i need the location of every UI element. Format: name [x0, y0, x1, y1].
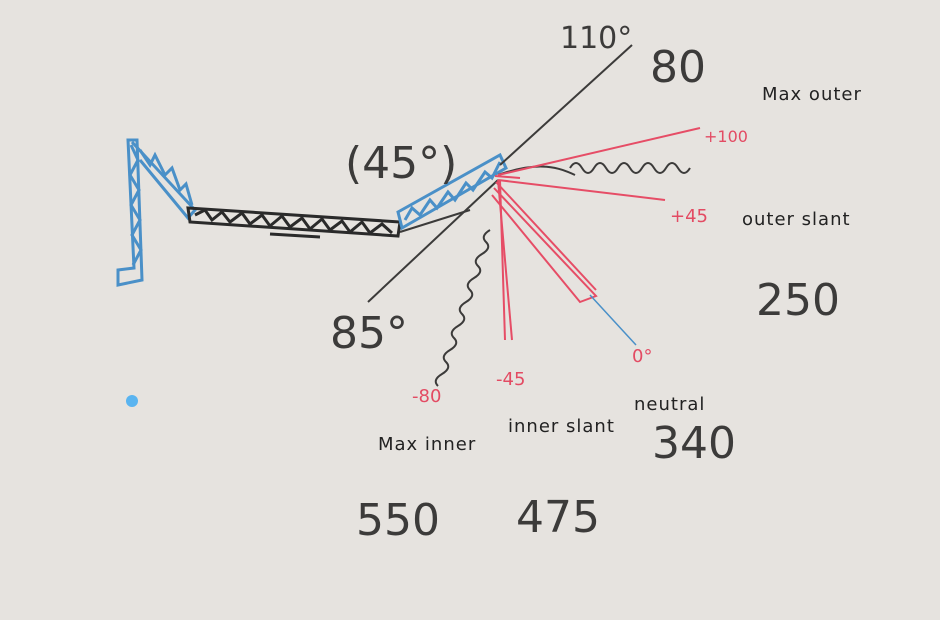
value-inner-slant: 475 — [516, 492, 600, 543]
label-zero: 0° — [632, 346, 652, 367]
label-neutral: neutral — [634, 394, 705, 415]
label-plus-45: +45 — [670, 206, 708, 227]
value-neutral: 340 — [652, 418, 736, 469]
max-outer-text: Max outer — [762, 84, 862, 105]
label-80: 80 — [650, 42, 706, 93]
black-truss — [186, 206, 402, 239]
label-plus-100: +100 — [704, 127, 748, 146]
value-outer-slant: 250 — [756, 275, 840, 326]
label-minus-45: -45 — [496, 369, 525, 390]
label-110: 110° — [560, 21, 632, 56]
blue-truss-left — [116, 138, 198, 287]
label-inner-slant: inner slant — [508, 416, 615, 437]
value-max-inner: 550 — [356, 495, 440, 546]
label-85: 85° — [330, 308, 408, 359]
label-outer-slant: outer slant — [742, 209, 851, 230]
label-45-deg: (45°) — [345, 138, 457, 189]
neutral-indicator-line — [589, 294, 637, 346]
pencil-lines — [367, 44, 691, 387]
label-minus-80: -80 — [412, 386, 441, 407]
red-angle-lines — [491, 127, 701, 341]
label-max-outer: Max outer — [762, 84, 862, 105]
blue-truss-angled — [396, 152, 508, 231]
blue-dot — [126, 395, 138, 407]
label-max-inner: Max inner — [378, 434, 476, 455]
